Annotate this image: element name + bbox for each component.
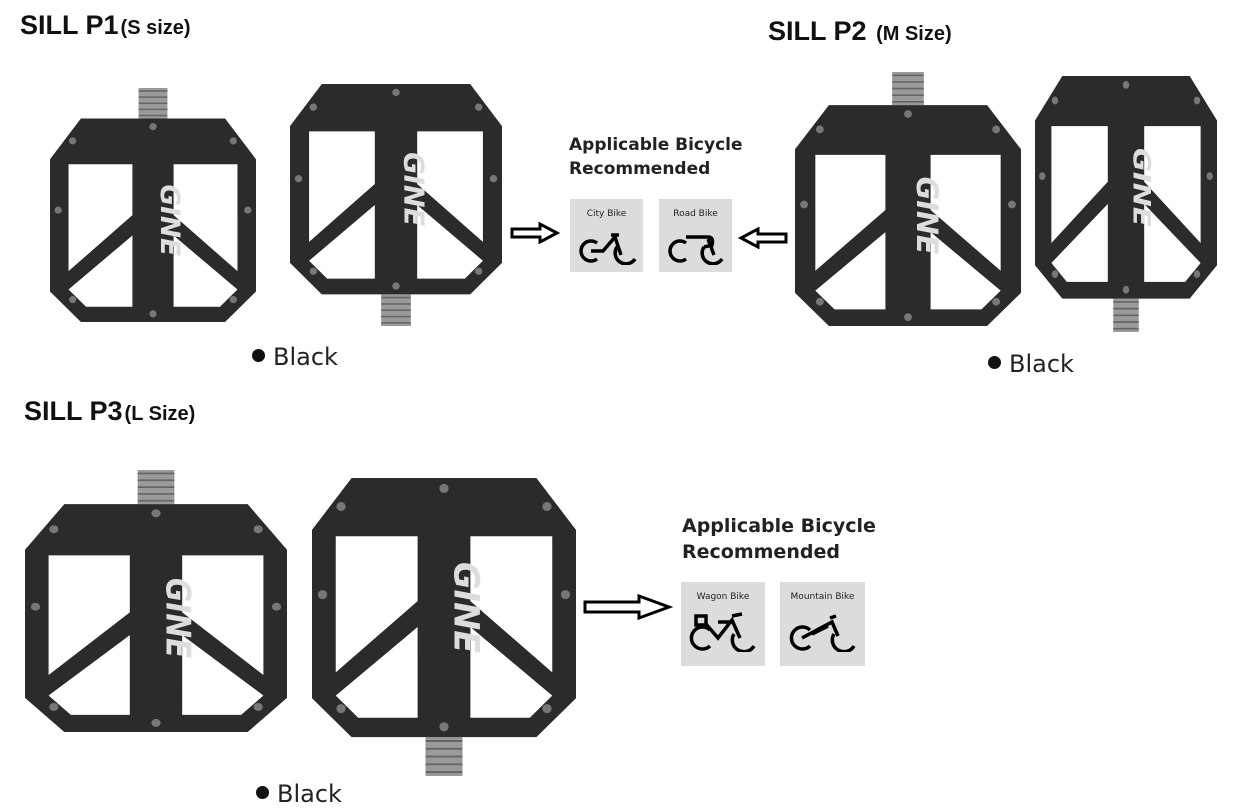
- pedal-drawing: GINE: [1035, 76, 1217, 332]
- bullet-icon: [988, 356, 1001, 369]
- p2-color-label: Black: [1009, 350, 1074, 378]
- p3-color-label: Black: [277, 780, 342, 808]
- axle: [425, 737, 463, 776]
- city-bike-label: City Bike: [586, 209, 627, 219]
- p1-pedal-front: GINE: [50, 88, 256, 322]
- p1-size: (S size): [120, 17, 191, 39]
- p1-pedal-rear: GINE: [290, 84, 502, 326]
- road-bike-label: Road Bike: [673, 209, 718, 219]
- axle: [1113, 298, 1139, 332]
- arrow-right-icon: [583, 593, 673, 621]
- p2-title: SILL P2 (M Size): [768, 16, 952, 47]
- p3-pedal-rear: GINE: [312, 478, 576, 776]
- p1-title: SILL P1(S size): [20, 10, 191, 41]
- mountain-bike-card: Mountain Bike: [780, 582, 865, 666]
- rec1-heading-line2: Recommended: [569, 159, 711, 179]
- axle: [137, 470, 175, 505]
- p1-color-label: Black: [273, 343, 338, 371]
- p3-pedal-front: GINE: [25, 470, 287, 732]
- p2-model: SILL P2: [768, 16, 867, 46]
- pedal-drawing: GINE: [25, 470, 287, 732]
- city-bike-icon: [578, 233, 636, 265]
- wagon-bike-label: Wagon Bike: [696, 592, 750, 602]
- mountain-bike-label: Mountain Bike: [790, 592, 855, 602]
- p2-pedal-front: GINE: [795, 72, 1021, 326]
- road-bike-icon: [667, 235, 723, 265]
- pedal-drawing: GINE: [50, 88, 256, 322]
- axle: [381, 294, 411, 326]
- p3-size: (L Size): [124, 403, 196, 425]
- p2-pedal-rear: GINE: [1035, 76, 1217, 332]
- bullet-icon: [252, 349, 265, 362]
- arrow-right-icon: [510, 222, 560, 244]
- city-bike-card: City Bike: [570, 199, 643, 272]
- p2-color: Black: [988, 350, 1074, 378]
- p3-model: SILL P3: [24, 396, 123, 426]
- axle: [138, 88, 168, 119]
- rec1-heading-line1: Applicable Bicycle: [569, 135, 743, 155]
- wagon-bike-icon: [689, 612, 756, 652]
- p3-color: Black: [256, 780, 342, 808]
- brand-logo: GINE: [397, 152, 428, 226]
- bullet-icon: [256, 786, 269, 799]
- axle: [892, 72, 924, 106]
- road-bike-card: Road Bike: [659, 199, 732, 272]
- pedal-drawing: GINE: [795, 72, 1021, 326]
- rec2-heading-line2: Recommended: [682, 541, 840, 563]
- pedal-drawing: GINE: [290, 84, 502, 326]
- brand-logo: GINE: [1127, 148, 1155, 226]
- mountain-bike-icon: [789, 614, 855, 652]
- rec2-heading-line1: Applicable Bicycle: [682, 515, 876, 537]
- p1-model: SILL P1: [20, 10, 119, 40]
- p2-size: (M Size): [876, 23, 952, 45]
- brand-logo: GINE: [445, 562, 485, 653]
- brand-logo: GINE: [158, 578, 199, 659]
- brand-logo: GINE: [154, 184, 185, 256]
- brand-logo: GINE: [910, 177, 944, 255]
- arrow-left-icon: [738, 227, 788, 249]
- p1-color: Black: [252, 343, 338, 371]
- wagon-bike-card: Wagon Bike: [681, 582, 765, 666]
- pedal-drawing: GINE: [312, 478, 576, 776]
- p3-title: SILL P3(L Size): [24, 396, 195, 427]
